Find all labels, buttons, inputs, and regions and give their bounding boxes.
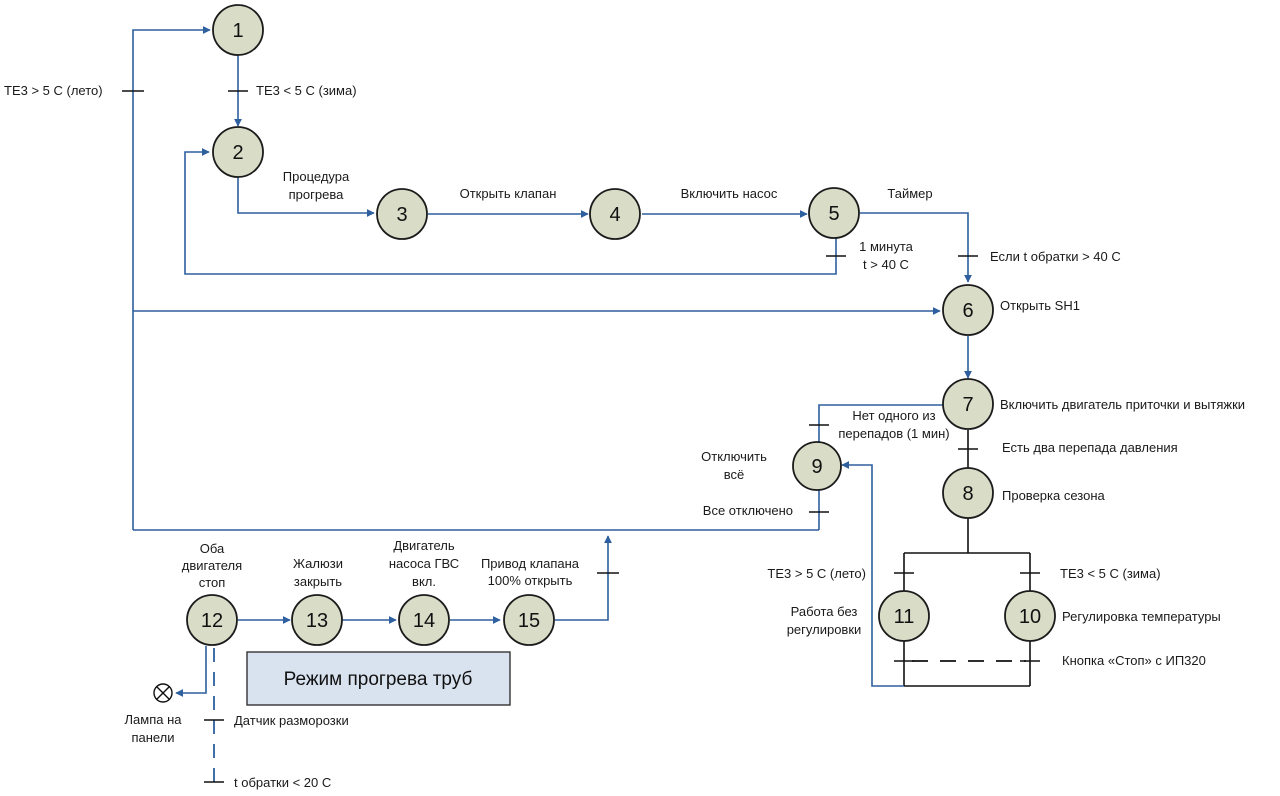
label-dhw-pump-on-2: насоса ГВС xyxy=(389,556,459,571)
label-two-pressure-diff: Есть два перепада давления xyxy=(1002,440,1178,455)
flow-7-to-9 xyxy=(818,404,944,446)
label-no-regulation-2: регулировки xyxy=(787,622,862,637)
step-5-number: 5 xyxy=(828,203,839,225)
label-minute: 1 минута xyxy=(859,239,914,254)
labels: ТЕ3 > 5 С (лето) ТЕ3 < 5 С (зима) Процед… xyxy=(4,83,1245,790)
label-disable-all-2: всё xyxy=(724,467,745,482)
step-11[interactable]: 11 xyxy=(878,590,930,642)
label-summer-from-8: ТЕ3 > 5 С (лето) xyxy=(767,566,866,581)
label-winter-from-8: ТЕ3 < 5 С (зима) xyxy=(1060,566,1161,581)
step-4-number: 4 xyxy=(609,204,620,226)
label-both-motors-stop-3: стоп xyxy=(199,575,226,590)
step-6[interactable]: 6 xyxy=(942,284,994,336)
mode-title: Режим прогрева труб xyxy=(284,669,473,690)
step-12[interactable]: 12 xyxy=(186,594,238,646)
step-7[interactable]: 7 xyxy=(942,378,994,430)
label-no-pressure-diff-2: перепадов (1 мин) xyxy=(838,426,949,441)
step-8-number: 8 xyxy=(962,483,973,505)
step-6-number: 6 xyxy=(962,300,973,322)
step-12-number: 12 xyxy=(201,610,223,632)
step-13-number: 13 xyxy=(306,610,328,632)
step-2[interactable]: 2 xyxy=(212,126,264,178)
label-valve-open-100-1: Привод клапана xyxy=(481,556,580,571)
label-pump-on: Включить насос xyxy=(681,186,778,201)
flow-5-to-2 xyxy=(184,148,837,275)
label-valve-open-100-2: 100% открыть xyxy=(488,573,573,588)
label-no-regulation-1: Работа без xyxy=(791,604,858,619)
label-season-check: Проверка сезона xyxy=(1002,488,1106,503)
label-defrost-sensor: Датчик разморозки xyxy=(234,713,349,728)
mode-box: Режим прогрева труб xyxy=(246,651,511,706)
flow-15-to-bus xyxy=(555,535,612,621)
step-15[interactable]: 15 xyxy=(503,594,555,646)
label-temp-regulation: Регулировка температуры xyxy=(1062,609,1221,624)
step-10-number: 10 xyxy=(1019,606,1041,628)
label-timer: Таймер xyxy=(887,186,932,201)
label-return-temp-lt-20: t обратки < 20 С xyxy=(234,775,331,790)
label-no-pressure-diff-1: Нет одного из xyxy=(852,408,935,423)
step-7-number: 7 xyxy=(962,394,973,416)
transition-bars xyxy=(122,90,1040,783)
label-fans-on: Включить двигатель приточки и вытяжки xyxy=(1000,397,1245,412)
step-10[interactable]: 10 xyxy=(1004,590,1056,642)
label-close-louvers-2: закрыть xyxy=(294,574,342,589)
label-winter-from-1: ТЕ3 < 5 С (зима) xyxy=(256,83,357,98)
label-open-valve: Открыть клапан xyxy=(460,186,557,201)
label-dhw-pump-on-1: Двигатель xyxy=(393,538,455,553)
step-9-number: 9 xyxy=(811,456,822,478)
label-warmup-procedure-2: прогрева xyxy=(289,187,344,202)
label-disable-all-1: Отключить xyxy=(701,449,767,464)
step-8[interactable]: 8 xyxy=(942,467,994,519)
step-1-number: 1 xyxy=(232,20,243,42)
step-2-number: 2 xyxy=(232,142,243,164)
step-5[interactable]: 5 xyxy=(808,187,860,239)
step-3[interactable]: 3 xyxy=(376,188,428,240)
step-1[interactable]: 1 xyxy=(212,4,264,56)
step-11-number: 11 xyxy=(894,606,915,628)
step-3-number: 3 xyxy=(396,204,407,226)
label-all-disabled: Все отключено xyxy=(703,503,793,518)
flow-5-to-6 xyxy=(860,212,972,283)
step-14[interactable]: 14 xyxy=(398,594,450,646)
lamp-icon xyxy=(153,683,173,703)
label-stop-button: Кнопка «Стоп» с ИП320 xyxy=(1062,653,1206,668)
label-both-motors-stop-2: двигателя xyxy=(182,558,242,573)
flow-12-to-lamp xyxy=(175,646,207,697)
step-9[interactable]: 9 xyxy=(792,441,842,491)
label-summer-from-1: ТЕ3 > 5 С (лето) xyxy=(4,83,103,98)
label-return-temp-gt-40: Если t обратки > 40 С xyxy=(990,249,1121,264)
label-panel-lamp-1: Лампа на xyxy=(125,712,183,727)
label-open-sh1: Открыть SH1 xyxy=(1000,298,1080,313)
label-close-louvers-1: Жалюзи xyxy=(293,556,343,571)
label-warmup-procedure-1: Процедура xyxy=(283,169,350,184)
label-both-motors-stop-1: Оба xyxy=(200,541,225,556)
label-dhw-pump-on-3: вкл. xyxy=(412,574,436,589)
flow-2-to-3 xyxy=(237,176,375,217)
step-14-number: 14 xyxy=(413,610,435,632)
label-temp-gt-40: t > 40 С xyxy=(863,257,909,272)
step-4[interactable]: 4 xyxy=(589,188,641,240)
flow-join-to-9 xyxy=(841,461,904,687)
label-panel-lamp-2: панели xyxy=(131,730,174,745)
step-13[interactable]: 13 xyxy=(291,594,343,646)
flow-loop-to-1 xyxy=(132,26,211,530)
step-15-number: 15 xyxy=(518,610,540,632)
